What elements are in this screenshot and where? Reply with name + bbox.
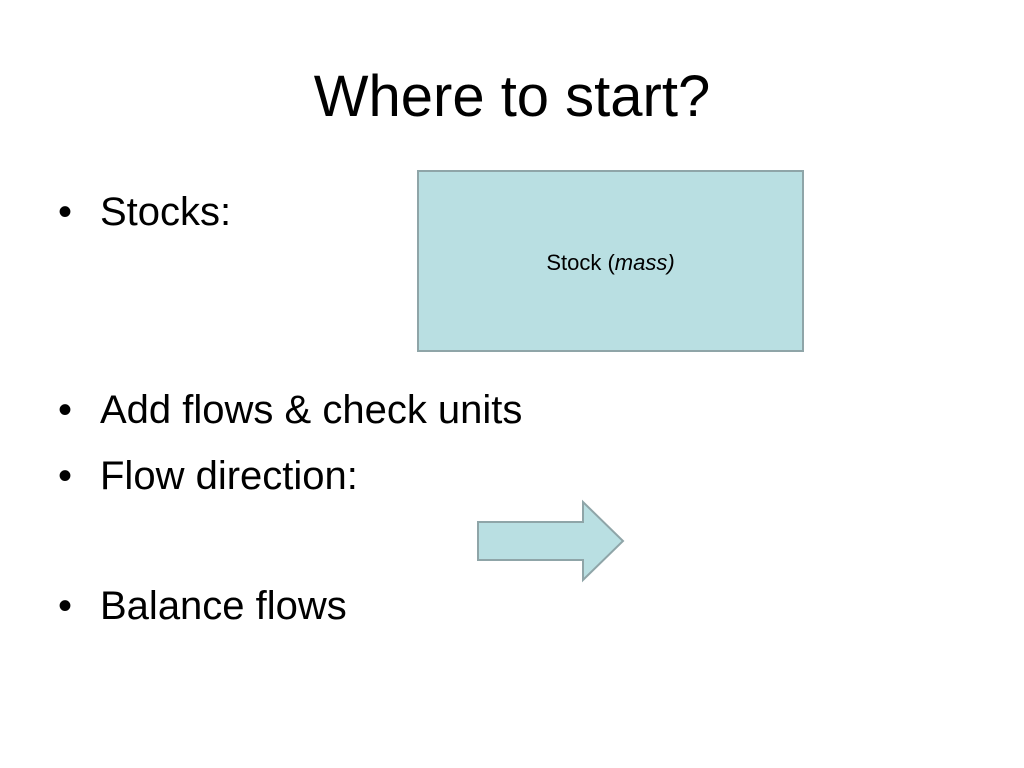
bullet-marker: • xyxy=(58,454,73,498)
bullet-flow-direction: • Flow direction: xyxy=(58,452,358,500)
stock-label: Stock (mass) xyxy=(419,250,802,276)
stock-box: Stock (mass) xyxy=(417,170,804,352)
flow-arrow-shape xyxy=(477,499,625,583)
bullet-text: Add flows & check units xyxy=(100,388,523,432)
bullet-text: Flow direction: xyxy=(100,454,358,498)
right-arrow-icon xyxy=(477,499,625,583)
bullet-marker: • xyxy=(58,190,73,234)
bullet-add-flows: • Add flows & check units xyxy=(58,386,522,434)
bullet-balance-flows: • Balance flows xyxy=(58,582,347,630)
bullet-text: Stocks: xyxy=(100,190,232,234)
bullet-marker: • xyxy=(58,388,73,432)
stock-label-prefix: Stock ( xyxy=(546,250,615,275)
bullet-stocks: • Stocks: xyxy=(58,188,231,236)
stock-label-italic: mass) xyxy=(614,250,675,275)
bullet-text: Balance flows xyxy=(100,584,347,628)
slide-title: Where to start? xyxy=(313,64,711,129)
bullet-marker: • xyxy=(58,584,73,628)
